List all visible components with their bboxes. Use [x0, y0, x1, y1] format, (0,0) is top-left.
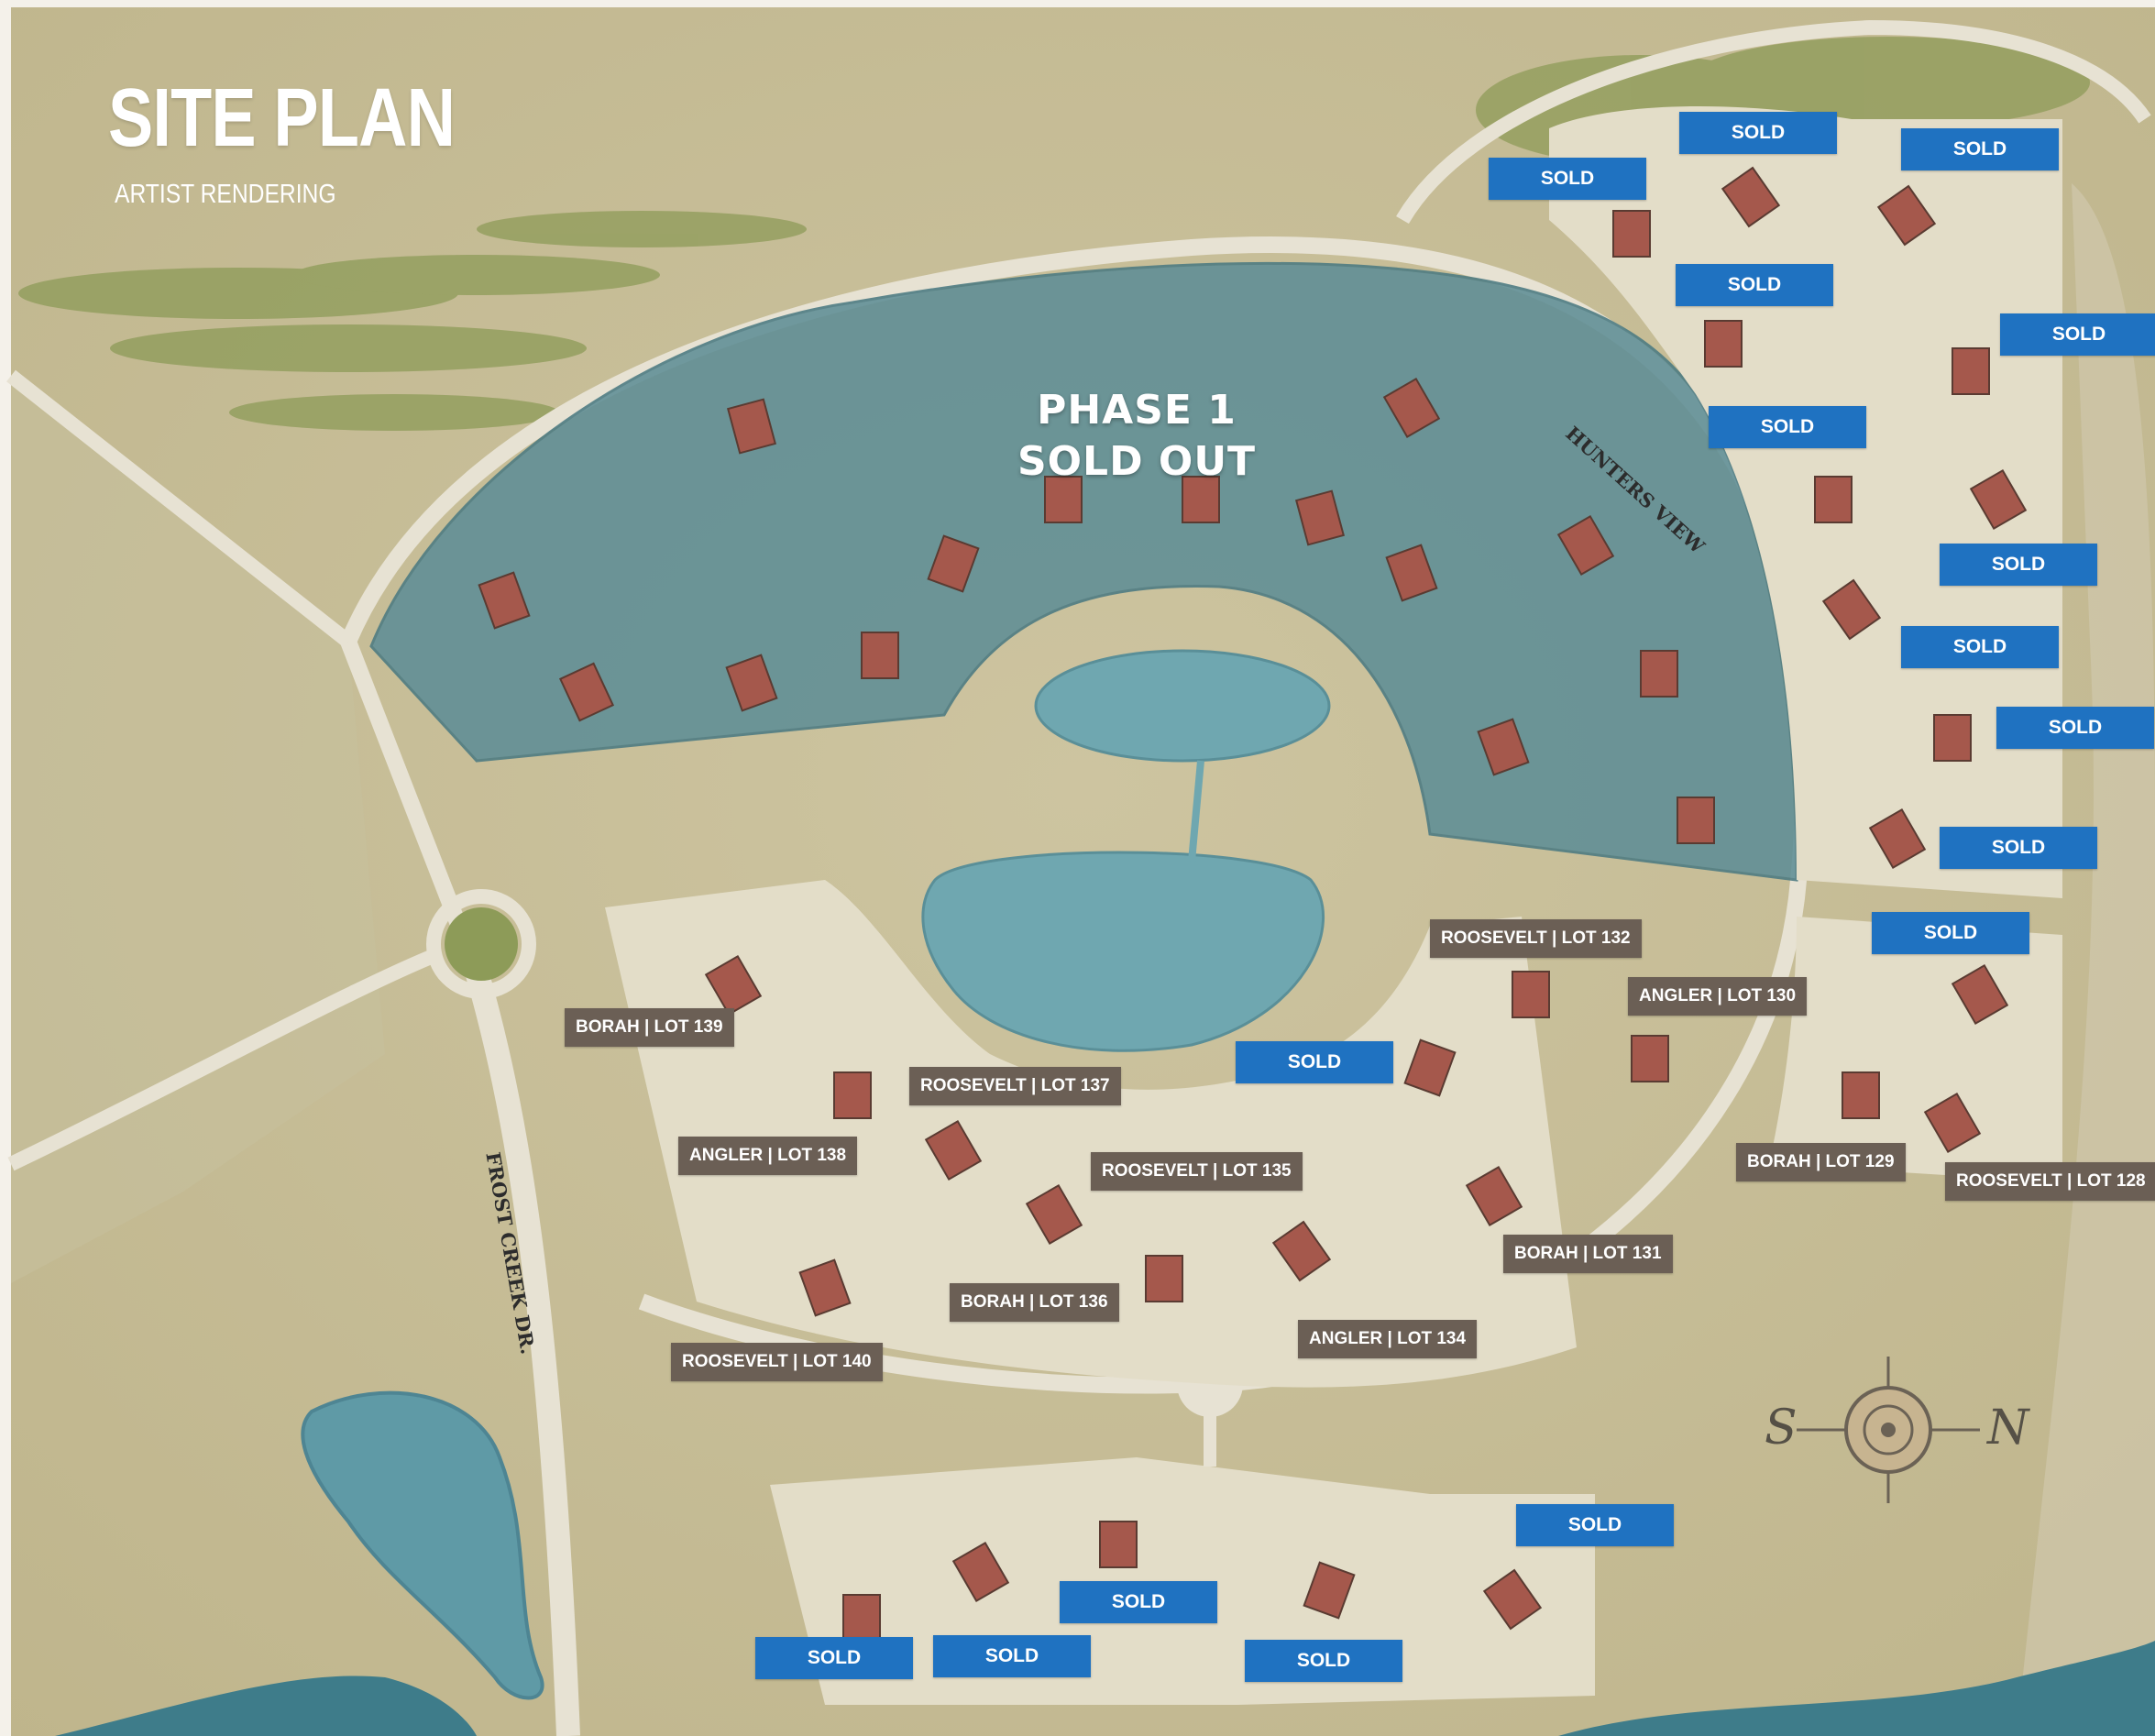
sold-badge[interactable]: SOLD [2000, 313, 2155, 356]
sold-badge[interactable]: SOLD [1516, 1504, 1674, 1546]
sold-badge[interactable]: SOLD [1940, 827, 2097, 869]
north-pond [1034, 649, 1331, 763]
frost-creek-drive [465, 968, 580, 1736]
compass-rose [1797, 1357, 1980, 1503]
southwest-pond [301, 1390, 544, 1700]
sold-badge[interactable]: SOLD [1996, 707, 2154, 749]
south-pond [921, 851, 1325, 1052]
lot-label[interactable]: ROOSEVELT | LOT 132 [1430, 919, 1642, 958]
sold-badge[interactable]: SOLD [1679, 112, 1837, 154]
lot-label[interactable]: ROOSEVELT | LOT 140 [671, 1343, 883, 1381]
west-road [6, 369, 353, 648]
sold-badge[interactable]: SOLD [1872, 912, 2029, 954]
sold-badge[interactable]: SOLD [1236, 1041, 1393, 1083]
sold-badge[interactable]: SOLD [1489, 158, 1646, 200]
central-lots-area [605, 880, 1577, 1388]
phase1-line1: PHASE 1 [1037, 387, 1237, 434]
southwest-road [7, 946, 443, 1171]
sold-badge[interactable]: SOLD [1060, 1581, 1217, 1623]
lot-label[interactable]: ANGLER | LOT 134 [1298, 1320, 1478, 1358]
river-west [55, 1676, 477, 1736]
compass-north-letter: N [1987, 1401, 2029, 1456]
lot-label[interactable]: ROOSEVELT | LOT 135 [1091, 1152, 1303, 1191]
lot-label[interactable]: ANGLER | LOT 138 [678, 1137, 858, 1175]
sold-badge[interactable]: SOLD [1901, 128, 2059, 170]
lot-label[interactable]: ROOSEVELT | LOT 128 [1945, 1162, 2155, 1201]
lot-label[interactable]: BORAH | LOT 139 [565, 1008, 734, 1047]
lot-label[interactable]: BORAH | LOT 131 [1503, 1235, 1673, 1273]
sold-badge[interactable]: SOLD [1709, 406, 1866, 448]
sold-badge[interactable]: SOLD [1245, 1640, 1402, 1682]
lot-label[interactable]: BORAH | LOT 136 [950, 1283, 1119, 1322]
roundabout-west-center [445, 907, 518, 981]
house-markers [478, 166, 2028, 1642]
sold-badge[interactable]: SOLD [1676, 264, 1833, 306]
page-title: SITE PLAN [108, 72, 456, 164]
northeast-road [1396, 19, 2151, 225]
lot-label[interactable]: ANGLER | LOT 130 [1628, 977, 1808, 1016]
phase1-line2: SOLD OUT [1017, 438, 1257, 485]
sold-badge[interactable]: SOLD [1940, 544, 2097, 586]
page-subtitle: ARTIST RENDERING [115, 180, 336, 209]
lot-label[interactable]: ROOSEVELT | LOT 137 [909, 1067, 1121, 1105]
pond-channel [1188, 760, 1204, 863]
river-east [1558, 1641, 2155, 1736]
sold-badge[interactable]: SOLD [755, 1637, 913, 1679]
connector-road [340, 638, 485, 975]
phase1-area [369, 261, 1798, 882]
lot-label[interactable]: BORAH | LOT 129 [1736, 1143, 1906, 1181]
sold-badge[interactable]: SOLD [1901, 626, 2059, 668]
roundabout-west [426, 889, 536, 999]
phase1-label: PHASE 1 SOLD OUT [972, 385, 1302, 488]
east-hillside [2017, 183, 2155, 1736]
compass-south-letter: S [1765, 1401, 1798, 1456]
west-meadow [11, 385, 385, 1283]
sold-badge[interactable]: SOLD [933, 1635, 1091, 1677]
